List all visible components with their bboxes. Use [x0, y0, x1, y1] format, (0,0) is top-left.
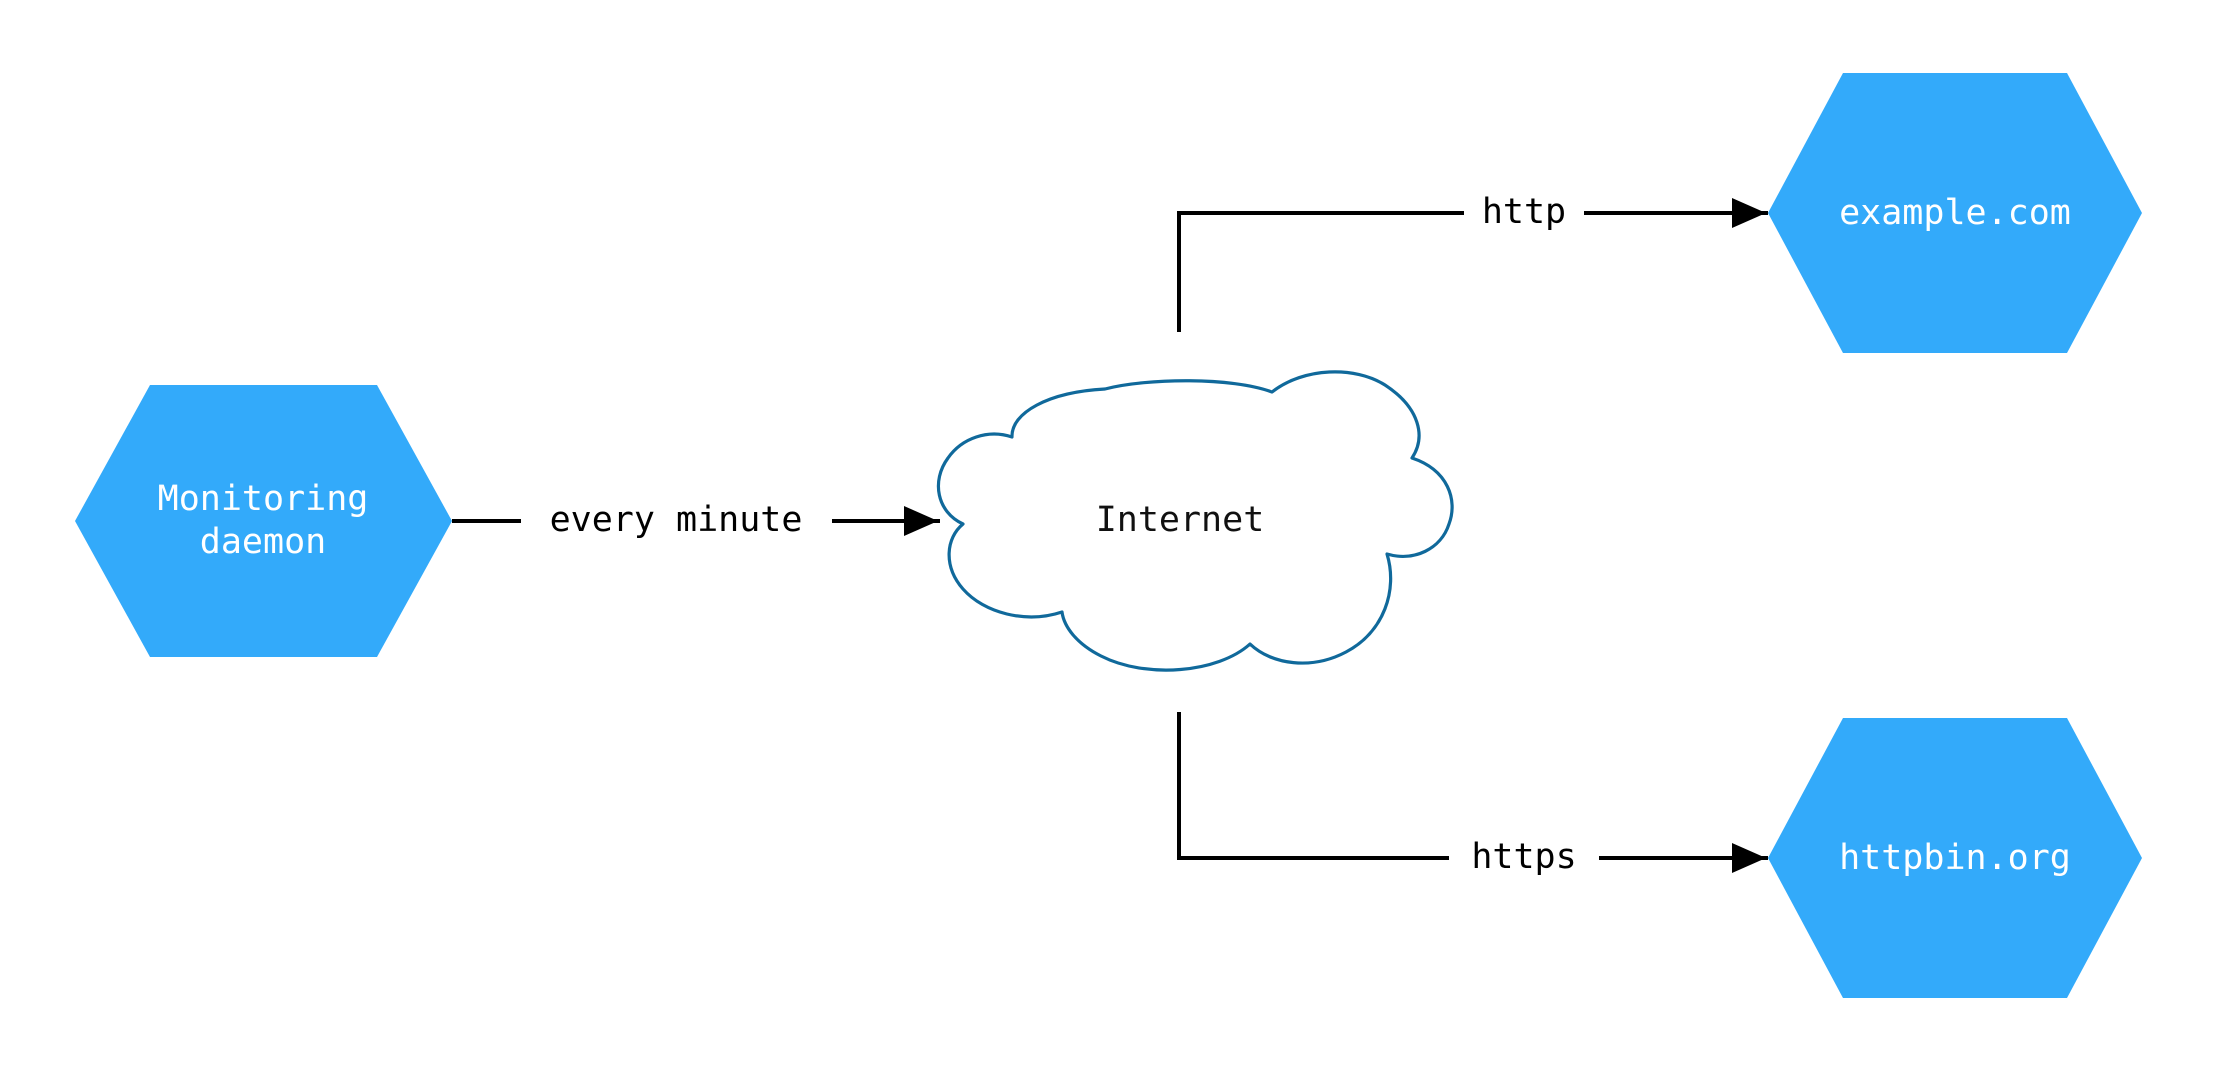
node-label-httpbin-org: httpbin.org — [1839, 838, 2071, 878]
node-label-line2: daemon — [200, 522, 326, 562]
node-httpbin-org[interactable]: httpbin.org — [1768, 718, 2142, 998]
node-internet[interactable]: Internet — [936, 370, 1454, 672]
edge-label-https: https — [1471, 837, 1576, 877]
node-example-com[interactable]: example.com — [1768, 73, 2142, 353]
hexagon-shape — [75, 385, 452, 657]
cloud-shape — [936, 370, 1454, 672]
edge-internet-to-httpbin[interactable]: https — [1177, 712, 1768, 877]
arrowhead-icon — [1732, 198, 1766, 228]
edge-label-http: http — [1482, 192, 1566, 232]
node-label-example-com: example.com — [1839, 193, 2071, 233]
node-label-line1: Monitoring — [158, 479, 369, 519]
edge-daemon-to-internet[interactable]: every minute — [452, 500, 940, 540]
hexagon-shape — [1768, 73, 2142, 353]
arrowhead-icon — [1732, 843, 1766, 873]
edge-internet-to-example[interactable]: http — [1177, 192, 1768, 332]
arrowhead-icon — [904, 506, 938, 536]
hexagon-shape — [1768, 718, 2142, 998]
node-monitoring-daemon[interactable]: Monitoring daemon — [75, 385, 452, 657]
edge-label-every-minute: every minute — [550, 500, 803, 540]
node-label-internet: Internet — [1096, 500, 1265, 540]
